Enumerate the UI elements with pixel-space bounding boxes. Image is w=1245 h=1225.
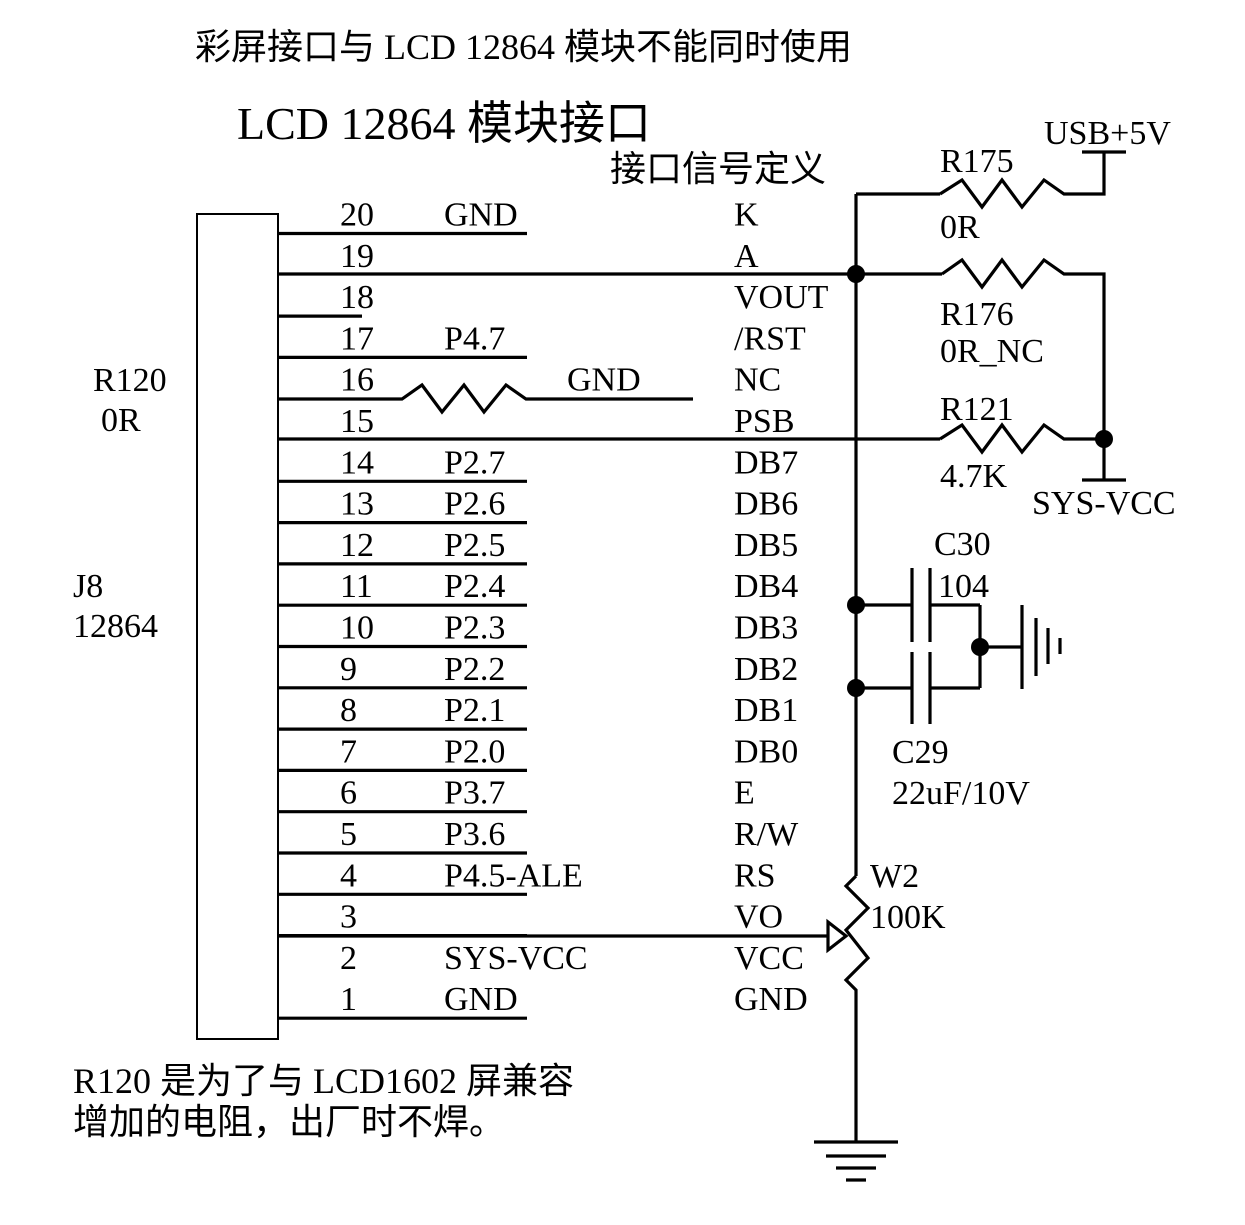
pin-net-label: P2.3	[444, 610, 505, 647]
pin-net-label: P2.0	[444, 733, 505, 770]
pin-net-label: GND	[567, 362, 641, 399]
pin-number: 14	[340, 444, 374, 481]
pin-signal-label: A	[734, 238, 759, 275]
pin-number: 16	[340, 362, 374, 399]
pin-net-label: P2.7	[444, 444, 505, 481]
w2-ref: W2	[870, 858, 919, 895]
pin-net-label: GND	[444, 197, 518, 234]
pin-number: 15	[340, 403, 374, 440]
r175-resistor	[939, 152, 1106, 210]
pin-number: 11	[340, 568, 373, 605]
pin-signal-label: DB1	[734, 692, 798, 729]
r121-value: 4.7K	[940, 458, 1008, 495]
r175-value: 0R	[940, 209, 980, 246]
pin-number: 20	[340, 197, 374, 234]
pin-net-label: P2.4	[444, 568, 505, 605]
pin-signal-label: DB6	[734, 486, 798, 523]
pin-net-label: SYS-VCC	[444, 940, 588, 977]
pin-number: 17	[340, 320, 374, 357]
pin-net-label: P2.6	[444, 486, 505, 523]
pin-signal-label: /RST	[734, 320, 806, 357]
r120-value: 0R	[101, 402, 141, 439]
top-note: 彩屏接口与 LCD 12864 模块不能同时使用	[195, 27, 852, 67]
pin-signal-label: DB7	[734, 444, 798, 481]
w2-wiper-arrow	[826, 918, 849, 954]
w2-value: 100K	[870, 899, 946, 936]
pin-number: 10	[340, 610, 374, 647]
pin-signal-label: VO	[734, 899, 783, 936]
r175-ref: R175	[940, 143, 1014, 180]
r120-resistor	[278, 382, 693, 415]
pin-net-label: P2.2	[444, 651, 505, 688]
r121-ref: R121	[940, 391, 1014, 428]
pin-number: 2	[340, 940, 357, 977]
c30-ref: C30	[934, 526, 991, 563]
connector-j8-body	[196, 213, 279, 1040]
pin-number: 18	[340, 279, 374, 316]
pin-number: 7	[340, 733, 357, 770]
r176-value: 0R_NC	[940, 333, 1044, 370]
pin-net-label: P3.6	[444, 816, 505, 853]
r176-ref: R176	[940, 296, 1014, 333]
w2-potentiometer	[843, 874, 871, 1142]
sys-vcc-label: SYS-VCC	[1032, 485, 1176, 522]
connector-ref: J8	[73, 568, 103, 605]
pin-net-label: GND	[444, 981, 518, 1018]
pin-number: 3	[340, 899, 357, 936]
pin-net-label: P3.7	[444, 775, 505, 812]
pin-number: 8	[340, 692, 357, 729]
pin-number: 5	[340, 816, 357, 853]
pin-signal-label: K	[734, 197, 759, 234]
pin-net-label: P4.7	[444, 320, 505, 357]
pin-signal-label: DB2	[734, 651, 798, 688]
pin-signal-label: VOUT	[734, 279, 829, 316]
pin-signal-label: E	[734, 775, 755, 812]
pin-signal-label: NC	[734, 362, 781, 399]
c29-ref: C29	[892, 734, 949, 771]
pin-number: 6	[340, 775, 357, 812]
pin-number: 19	[340, 238, 374, 275]
pin-net-label: P2.5	[444, 527, 505, 564]
pin-number: 13	[340, 486, 374, 523]
pin-signal-label: DB3	[734, 610, 798, 647]
signal-definition-header: 接口信号定义	[610, 149, 826, 189]
diagram-title: LCD 12864 模块接口	[237, 98, 651, 149]
r121-resistor	[939, 422, 1104, 455]
r120-ref: R120	[93, 362, 167, 399]
connector-value: 12864	[73, 608, 158, 645]
pin-number: 9	[340, 651, 357, 688]
junction-pin19	[847, 265, 865, 283]
pin-signal-label: PSB	[734, 403, 795, 440]
junction-r121	[1095, 430, 1113, 448]
c30-value: 104	[938, 568, 989, 605]
bottom-note-line2: 增加的电阻，出厂时不焊。	[73, 1102, 505, 1142]
pin-signal-label: DB0	[734, 733, 798, 770]
r176-resistor	[941, 257, 1106, 480]
pin-net-label: P2.1	[444, 692, 505, 729]
pin-signal-label: VCC	[734, 940, 804, 977]
usb-power-label: USB+5V	[1044, 115, 1171, 152]
pin-number: 12	[340, 527, 374, 564]
pin-signal-label: DB4	[734, 568, 798, 605]
pin-signal-label: RS	[734, 857, 776, 894]
c29-value: 22uF/10V	[892, 775, 1030, 812]
pin-signal-label: GND	[734, 981, 808, 1018]
pin-net-label: P4.5-ALE	[444, 857, 583, 894]
pin-signal-label: DB5	[734, 527, 798, 564]
pin-number: 1	[340, 981, 357, 1018]
pin-number: 4	[340, 857, 357, 894]
bottom-note-line1: R120 是为了与 LCD1602 屏兼容	[73, 1061, 574, 1101]
pin-signal-label: R/W	[734, 816, 799, 853]
